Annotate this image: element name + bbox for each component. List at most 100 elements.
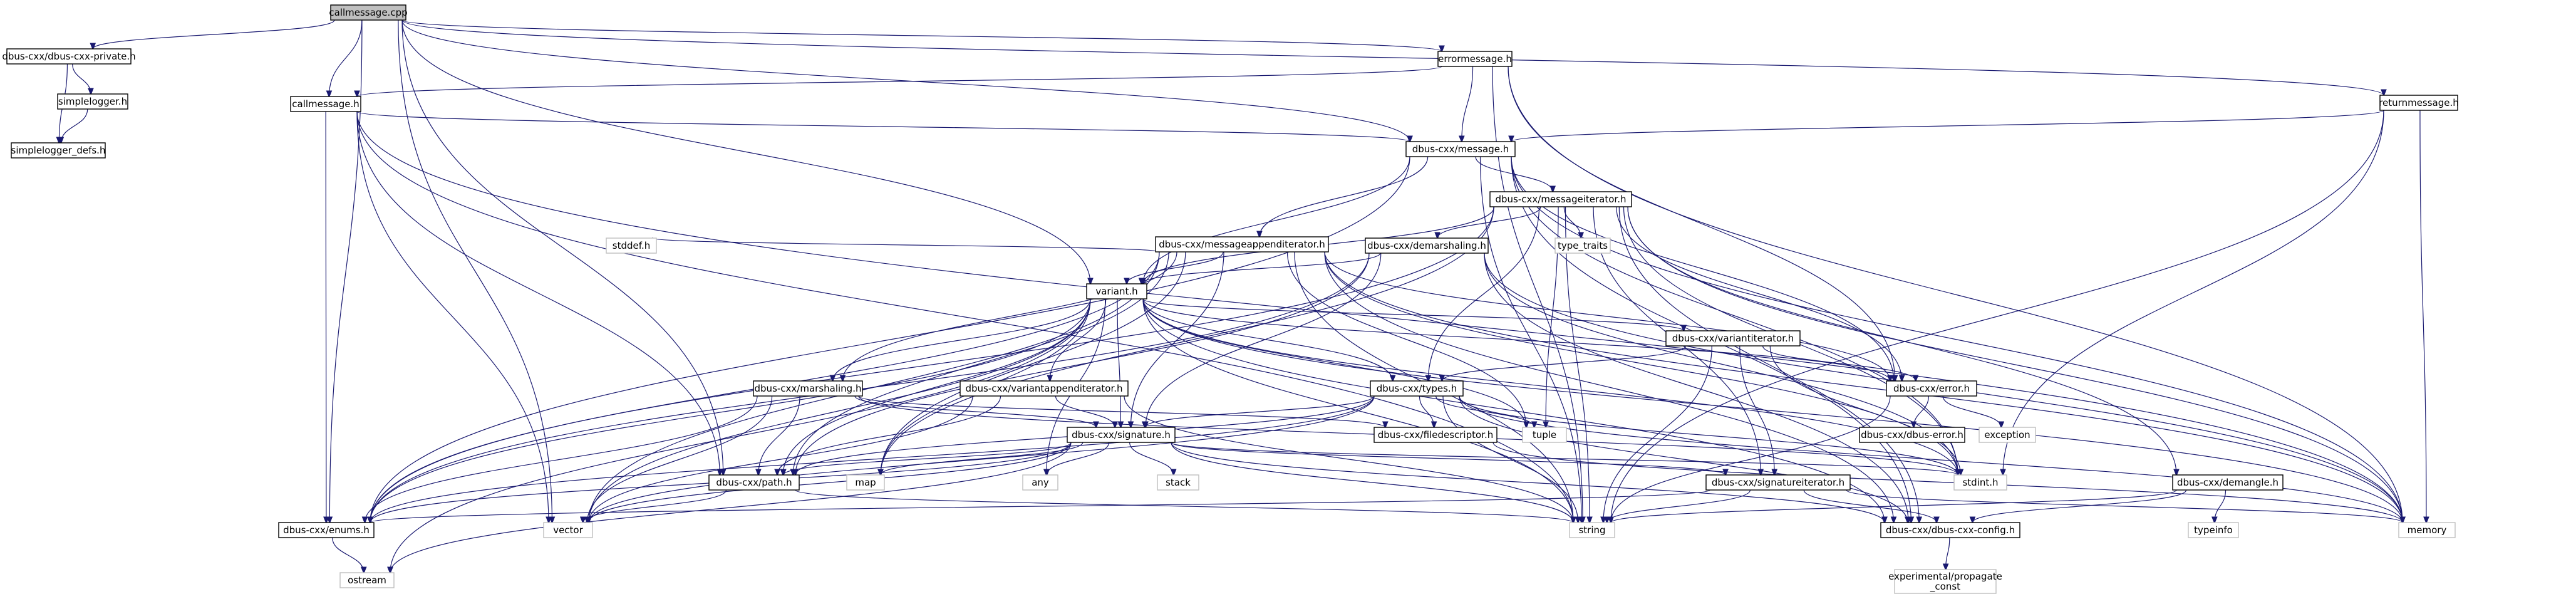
node-variantiterator[interactable]: dbus-cxx/variantiterator.h bbox=[1665, 330, 1801, 346]
edge-enums-to-ostream bbox=[332, 537, 364, 573]
node-label-typeinfo: typeinfo bbox=[2194, 524, 2233, 536]
node-box-typeinfo bbox=[2188, 522, 2239, 538]
node-label-msgappenditerator: dbus-cxx/messageappenditerator.h bbox=[1159, 239, 1325, 250]
node-label-config: dbus-cxx/dbus-cxx-config.h bbox=[1886, 524, 2015, 536]
node-dbus_error[interactable]: dbus-cxx/dbus-error.h bbox=[1859, 427, 1965, 443]
edge-msgappenditerator-to-variant bbox=[1127, 251, 1224, 284]
edge-returnmessage-to-string bbox=[1611, 110, 2384, 523]
node-simplelogger[interactable]: simplelogger.h bbox=[57, 93, 128, 110]
node-box-tuple bbox=[1522, 427, 1567, 443]
node-label-stdint: stdint.h bbox=[1962, 477, 1998, 488]
node-box-simplelogger_defs bbox=[11, 142, 106, 159]
edge-errormessage-to-callmessage_h bbox=[357, 66, 1442, 96]
edge-demarshaling-to-signature bbox=[1146, 253, 1382, 427]
edge-variantiterator-to-string bbox=[1603, 345, 1712, 523]
edge-signature-to-string bbox=[1171, 442, 1573, 523]
node-filedescriptor[interactable]: dbus-cxx/filedescriptor.h bbox=[1373, 427, 1497, 443]
node-callmessage_cpp[interactable]: callmessage.cpp bbox=[329, 4, 408, 21]
node-box-stdint bbox=[1953, 474, 2007, 491]
edge-variant-to-types bbox=[1142, 298, 1393, 381]
node-errormessage[interactable]: errormessage.h bbox=[1437, 51, 1513, 67]
edge-signature-to-path bbox=[784, 442, 1072, 475]
edge-variant-to-error bbox=[1142, 298, 1890, 381]
edge-types-to-string bbox=[1442, 395, 1578, 523]
node-marshaling[interactable]: dbus-cxx/marshaling.h bbox=[753, 380, 863, 397]
edge-simplelogger-to-simplelogger_defs bbox=[61, 108, 88, 143]
edge-returnmessage-to-stdint bbox=[2003, 110, 2384, 475]
node-stdint: stdint.h bbox=[1953, 474, 2007, 491]
node-type_traits: type_traits bbox=[1554, 237, 1611, 254]
node-variant[interactable]: variant.h bbox=[1086, 283, 1147, 300]
nodes-layer: callmessage.cpp dbus-cxx/dbus-cxx-private… bbox=[2, 4, 2459, 594]
node-label-error: dbus-cxx/error.h bbox=[1893, 383, 1970, 394]
node-callmessage_h[interactable]: callmessage.h bbox=[290, 96, 361, 112]
node-box-message bbox=[1405, 141, 1516, 157]
node-box-error bbox=[1886, 380, 1977, 397]
node-label-simplelogger: simplelogger.h bbox=[58, 96, 127, 107]
node-label-callmessage_h: callmessage.h bbox=[292, 98, 359, 110]
edge-variantappenditerator-to-signature bbox=[1055, 395, 1115, 427]
edge-variant-to-variantappenditerator bbox=[1050, 298, 1107, 381]
node-label-stack: stack bbox=[1166, 477, 1191, 488]
node-label-callmessage_cpp: callmessage.cpp bbox=[329, 7, 407, 18]
node-box-variant bbox=[1086, 283, 1147, 300]
node-label-any: any bbox=[1032, 477, 1049, 488]
node-label-marshaling: dbus-cxx/marshaling.h bbox=[755, 383, 862, 394]
node-label-filedescriptor: dbus-cxx/filedescriptor.h bbox=[1378, 429, 1493, 440]
edge-path-to-string bbox=[795, 489, 1573, 523]
node-box-messageiterator bbox=[1489, 191, 1632, 207]
node-box-config bbox=[1880, 522, 2020, 538]
node-box-signatureiterator bbox=[1705, 474, 1851, 491]
edge-msgappenditerator-to-memory bbox=[1324, 251, 2403, 523]
node-types[interactable]: dbus-cxx/types.h bbox=[1370, 380, 1464, 397]
edge-errormessage-to-string bbox=[1492, 66, 1583, 523]
node-enums[interactable]: dbus-cxx/enums.h bbox=[278, 522, 375, 538]
node-messageiterator[interactable]: dbus-cxx/messageiterator.h bbox=[1489, 191, 1632, 207]
node-box-signature bbox=[1067, 427, 1176, 443]
edge-messageiterator-to-types bbox=[1428, 206, 1540, 381]
node-path[interactable]: dbus-cxx/path.h bbox=[708, 474, 800, 491]
edge-messageiterator-to-config bbox=[1618, 206, 1919, 523]
edge-message-to-error bbox=[1511, 156, 1894, 381]
edge-messageiterator-to-map bbox=[881, 206, 1494, 475]
node-label-dbus_private: dbus-cxx/dbus-cxx-private.h bbox=[2, 51, 135, 62]
edge-types-to-tuple bbox=[1435, 395, 1534, 427]
node-error[interactable]: dbus-cxx/error.h bbox=[1886, 380, 1977, 397]
node-signatureiterator[interactable]: dbus-cxx/signatureiterator.h bbox=[1705, 474, 1851, 491]
node-dbus_private[interactable]: dbus-cxx/dbus-cxx-private.h bbox=[2, 48, 136, 65]
node-label-types: dbus-cxx/types.h bbox=[1377, 383, 1457, 394]
node-box-marshaling bbox=[753, 380, 863, 397]
node-any: any bbox=[1022, 474, 1058, 491]
node-signature[interactable]: dbus-cxx/signature.h bbox=[1067, 427, 1176, 443]
edge-error-to-exception bbox=[1942, 395, 2001, 427]
node-box-types bbox=[1370, 380, 1464, 397]
node-box-dbus_error bbox=[1859, 427, 1965, 443]
edge-types-to-enums bbox=[370, 395, 1375, 523]
node-simplelogger_defs[interactable]: simplelogger_defs.h bbox=[11, 142, 106, 159]
edge-demangle-to-string bbox=[1611, 489, 2177, 523]
node-msgappenditerator[interactable]: dbus-cxx/messageappenditerator.h bbox=[1155, 236, 1329, 253]
node-box-variantappenditerator bbox=[960, 380, 1129, 397]
edge-messageiterator-to-enums bbox=[370, 206, 1494, 523]
edge-returnmessage-to-message bbox=[1511, 110, 2384, 142]
edge-signature-to-stdint bbox=[1171, 442, 1958, 475]
node-config[interactable]: dbus-cxx/dbus-cxx-config.h bbox=[1880, 522, 2020, 538]
edge-msgappenditerator-to-signature bbox=[1130, 251, 1224, 427]
node-demarshaling[interactable]: dbus-cxx/demarshaling.h bbox=[1365, 237, 1489, 254]
node-box-propagate_const bbox=[1894, 569, 1997, 594]
node-box-vector bbox=[543, 522, 593, 538]
edge-msgappenditerator-to-map bbox=[881, 251, 1186, 475]
node-box-simplelogger bbox=[57, 93, 128, 110]
edge-types-to-filedescriptor bbox=[1419, 395, 1434, 427]
node-propagate_const: experimental/propagate_const bbox=[1888, 569, 2002, 594]
edge-types-to-config bbox=[1459, 395, 1908, 523]
node-label-message: dbus-cxx/message.h bbox=[1412, 143, 1509, 155]
node-box-exception bbox=[1979, 427, 2036, 443]
node-message[interactable]: dbus-cxx/message.h bbox=[1405, 141, 1516, 157]
node-returnmessage[interactable]: returnmessage.h bbox=[2379, 95, 2459, 111]
edge-demangle-to-typeinfo bbox=[2215, 489, 2227, 523]
node-label-map: map bbox=[855, 477, 876, 488]
node-demangle[interactable]: dbus-cxx/demangle.h bbox=[2172, 474, 2284, 491]
node-variantappenditerator[interactable]: dbus-cxx/variantappenditerator.h bbox=[960, 380, 1129, 397]
edge-callmessage_cpp-to-dbus_private bbox=[93, 19, 335, 49]
